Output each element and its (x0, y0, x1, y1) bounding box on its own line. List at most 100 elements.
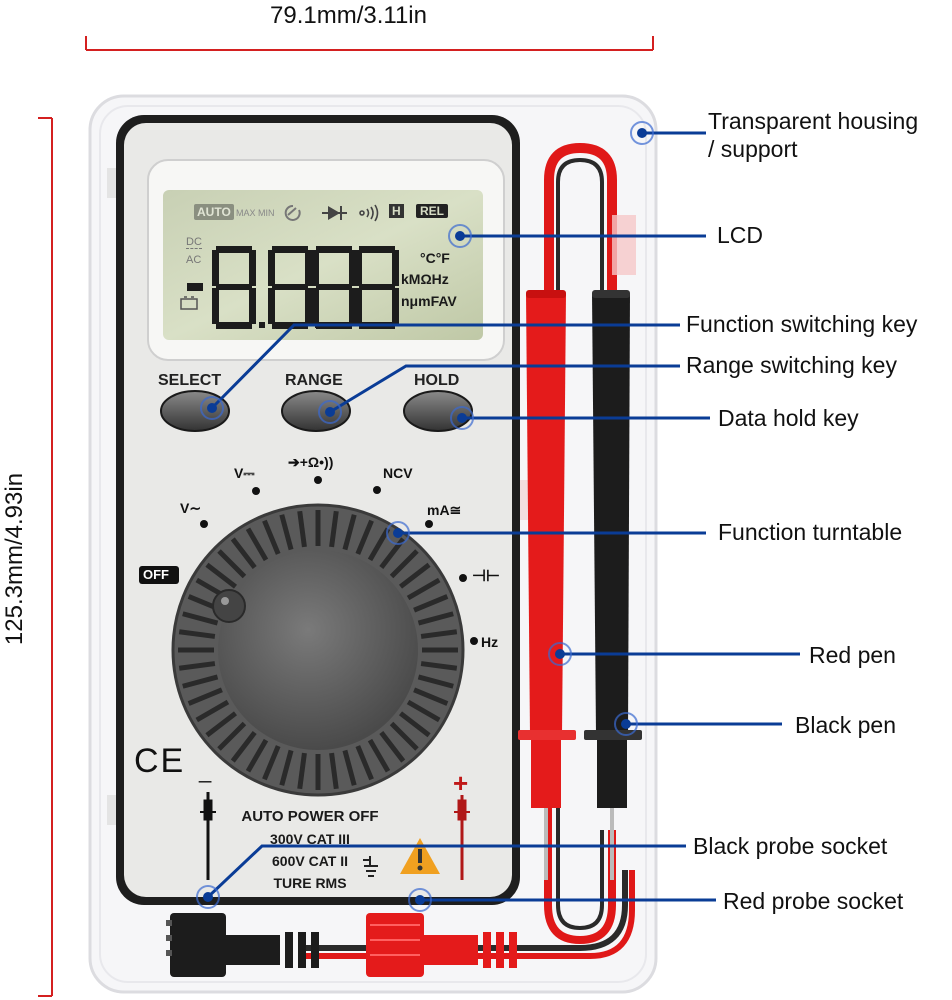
callout-data-hold-key: Data hold key (718, 405, 859, 431)
dial-ridge (417, 674, 454, 689)
ce-mark: CE (134, 742, 186, 780)
lcd-min-indicator: MIN (258, 208, 275, 218)
callout-black-probe-socket: Black probe socket (693, 833, 888, 859)
hold-button-label: HOLD (414, 372, 460, 389)
battery-icon (180, 296, 198, 310)
lcd-units-temperature: °C°F (420, 250, 450, 266)
dial-ridge (367, 738, 391, 773)
dial-ridge (187, 687, 223, 706)
dial-ridge (342, 749, 357, 786)
callout-black-pen: Black pen (795, 712, 897, 738)
dial-ridge (355, 745, 374, 781)
dial-ridge (417, 611, 454, 626)
dial-ridge (329, 752, 339, 790)
spec-line: AUTO POWER OFF (241, 808, 379, 825)
dial-ridge (182, 611, 219, 626)
callout-lcd: LCD (717, 222, 764, 248)
dial-ridge (406, 577, 441, 601)
dial-ridge (389, 721, 419, 751)
dial-ridge (230, 730, 257, 763)
dial-ridge (182, 674, 219, 689)
select-button-shape (160, 390, 230, 432)
callout-transparent-housing: Transparent housing / support (708, 108, 918, 163)
lcd-ac-indicator: AC (186, 254, 202, 266)
lcd-rel-indicator: REL (416, 204, 448, 218)
callout-red-pen: Red pen (809, 642, 896, 668)
spec-line: TURE RMS (273, 875, 347, 891)
dial-ridge (205, 711, 238, 738)
dial-ridge (279, 514, 294, 551)
lcd-screen (163, 190, 483, 340)
dial-pointer-knob (212, 589, 246, 623)
dial-ridge (205, 562, 238, 589)
lcd-max-indicator: MAX (236, 208, 256, 218)
dial-label-diode-ohm: ➔+Ω•)) (288, 454, 334, 470)
warning-icon (400, 838, 440, 874)
dial-ridge (329, 510, 339, 548)
dial-ridge (398, 562, 431, 589)
dial-ridge (195, 699, 230, 723)
dial-ridge (355, 519, 374, 555)
lcd-hold-indicator: H (389, 204, 404, 218)
negative-terminal-sign: _ (199, 758, 212, 783)
dial-ridge (367, 527, 391, 562)
height-dimension-line (38, 117, 53, 997)
callout-range-switching-key: Range switching key (686, 352, 897, 378)
off-label-bg (139, 566, 179, 584)
spec-line: 600V CAT II (272, 853, 348, 869)
width-dimension-line (85, 36, 654, 51)
function-dial (171, 503, 465, 797)
dial-ridge (420, 661, 458, 671)
dial-ridge (217, 721, 247, 751)
dial-label-vdc: V⎓ (234, 465, 255, 481)
dial-label-ma: mA≅ (427, 502, 462, 518)
dial-ridge (379, 730, 406, 763)
dial-position-dots (200, 476, 478, 645)
panel-spec-text: AUTO POWER OFF 300V CAT III 600V CAT II … (230, 806, 390, 894)
dial-ridge (398, 711, 431, 738)
dial-ridge (420, 629, 458, 639)
dial-ridge (178, 629, 216, 639)
lcd-dc-indicator: DC (186, 236, 202, 249)
dial-ridge (342, 514, 357, 551)
ground-icon (363, 856, 378, 877)
dial-ridge (217, 549, 247, 579)
callout-function-turntable: Function turntable (718, 519, 903, 545)
dial-label-ncv: NCV (383, 465, 413, 481)
dial-ridge (230, 537, 257, 570)
hold-button[interactable]: HOLD (414, 372, 459, 390)
range-button-label: RANGE (285, 372, 343, 389)
dial-ridge (389, 549, 419, 579)
lcd-units-resistance: kMΩHz (401, 271, 449, 287)
red-pen (518, 290, 576, 880)
test-lead-cables (300, 142, 635, 959)
dial-ridge (413, 594, 449, 613)
dial-ridge (297, 510, 307, 548)
dial-label-hz: Hz (481, 634, 499, 650)
dial-ridge (279, 749, 294, 786)
dial-ridge (245, 527, 269, 562)
dial-label-off: OFF (143, 567, 169, 582)
dial-label-vac: V∼ (180, 500, 202, 516)
dial-ridge (262, 745, 281, 781)
callout-red-probe-socket: Red probe socket (723, 888, 904, 914)
dial-ridge (178, 661, 216, 671)
dial-ridge (245, 738, 269, 773)
continuity-icon (359, 204, 379, 222)
width-dimension-label: 79.1mm/3.11in (270, 2, 427, 29)
black-probe-plug (166, 913, 319, 977)
dial-ridge (297, 752, 307, 790)
dial-ridge (406, 699, 441, 723)
black-pen (584, 290, 642, 880)
callout-lines (206, 131, 800, 902)
range-button[interactable]: RANGE (285, 372, 343, 390)
select-button[interactable]: SELECT (158, 372, 221, 390)
red-probe-icon (454, 795, 470, 880)
red-probe-plug (366, 913, 517, 977)
dial-ridge (262, 519, 281, 555)
spec-line: 300V CAT III (270, 831, 350, 847)
dial-ridge (413, 687, 449, 706)
callout-markers (196, 121, 654, 912)
callout-function-switching-key: Function switching key (686, 311, 918, 337)
